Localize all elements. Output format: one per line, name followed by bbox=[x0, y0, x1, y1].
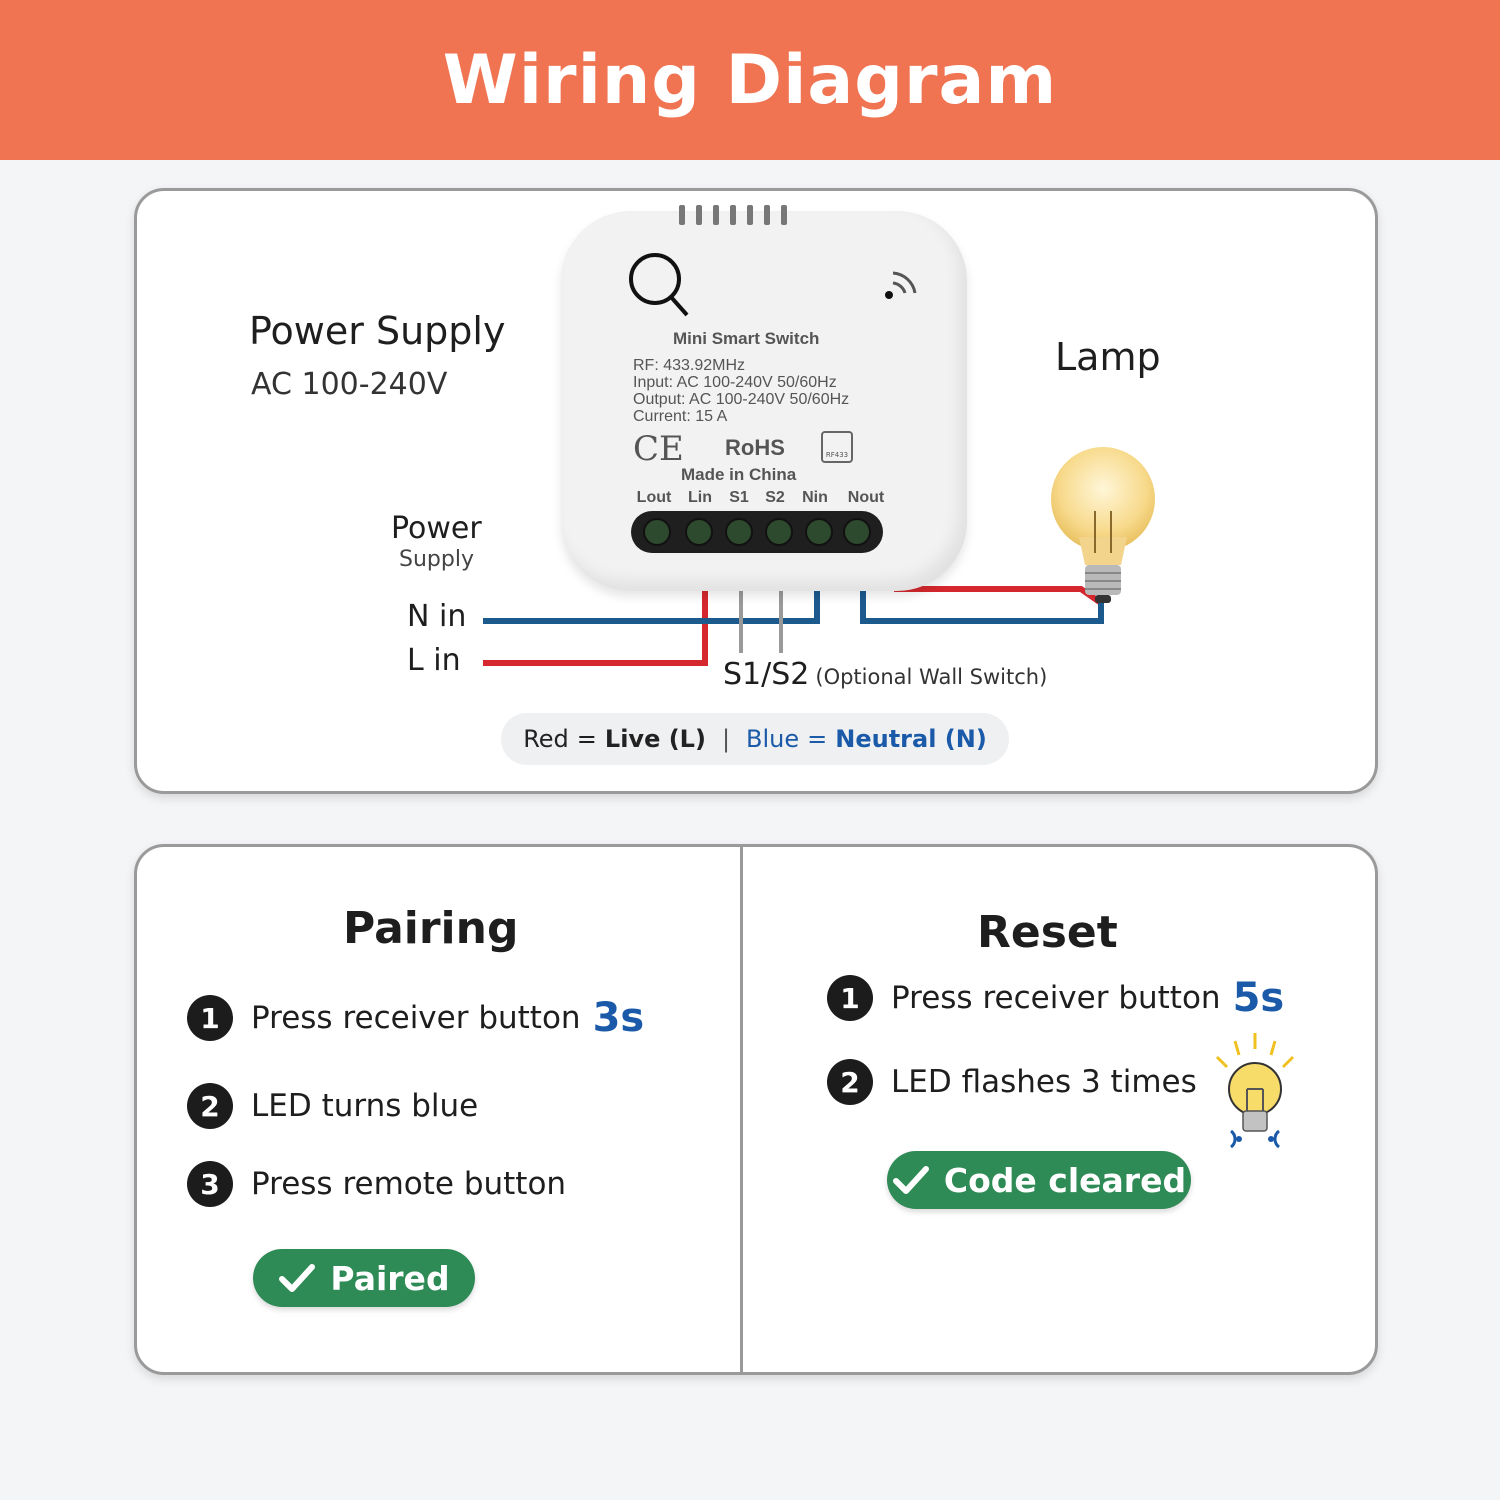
step-text: LED flashes 3 times bbox=[891, 1064, 1197, 1100]
step-text: LED turns blue bbox=[251, 1088, 479, 1124]
device-spec-rf: RF: 433.92MHz bbox=[633, 357, 746, 374]
pairing-step-1: 1 Press receiver button 3s bbox=[187, 995, 644, 1041]
terminal-nin: Nin bbox=[802, 489, 828, 506]
step-number: 3 bbox=[187, 1161, 233, 1207]
live-in-label: L in bbox=[407, 643, 461, 678]
checkmark-icon bbox=[892, 1166, 929, 1194]
step-text: Press receiver button bbox=[891, 980, 1221, 1016]
s1s2-label: S1/S2(Optional Wall Switch) bbox=[723, 657, 1047, 692]
checkmark-icon bbox=[279, 1264, 316, 1292]
wiring-diagram-card: Power Supply AC 100-240V Lamp Power Supp… bbox=[134, 188, 1378, 794]
code-cleared-text: Code cleared bbox=[943, 1160, 1187, 1200]
legend-live: Live (L) bbox=[604, 725, 706, 753]
header-banner: Wiring Diagram bbox=[0, 0, 1500, 160]
ce-mark: CE bbox=[633, 429, 684, 469]
instructions-card: Pairing 1 Press receiver button 3s 2 LED… bbox=[134, 844, 1378, 1375]
pairing-title: Pairing bbox=[343, 903, 519, 954]
rf433-badge: RF433 bbox=[821, 431, 853, 463]
flashing-bulb-icon bbox=[1215, 1033, 1295, 1149]
s1s2-note: (Optional Wall Switch) bbox=[815, 665, 1048, 689]
step-number: 1 bbox=[827, 975, 873, 1021]
terminal-labels: Lout Lin S1 S2 Nin Nout bbox=[629, 489, 895, 507]
wireless-signal-icon bbox=[885, 271, 917, 299]
terminal-s2: S2 bbox=[765, 489, 785, 506]
reset-step-1: 1 Press receiver button 5s bbox=[827, 975, 1284, 1021]
vent-slots bbox=[679, 205, 787, 225]
button-key-icon bbox=[629, 253, 689, 317]
terminal-screw bbox=[765, 518, 793, 546]
step-number: 1 bbox=[187, 995, 233, 1041]
smart-switch-device: Mini Smart Switch RF: 433.92MHz Input: A… bbox=[561, 205, 967, 591]
pairing-step-3: 3 Press remote button bbox=[187, 1161, 566, 1207]
made-in-label: Made in China bbox=[681, 465, 797, 484]
terminal-lin: Lin bbox=[688, 489, 712, 506]
power-supply-label: Power bbox=[391, 511, 482, 546]
terminal-screw bbox=[643, 518, 671, 546]
legend-red-word: Red bbox=[523, 725, 569, 753]
terminal-screw bbox=[843, 518, 871, 546]
step-number: 2 bbox=[187, 1083, 233, 1129]
page-title: Wiring Diagram bbox=[442, 40, 1058, 120]
pairing-step-2: 2 LED turns blue bbox=[187, 1083, 478, 1129]
section-divider bbox=[740, 847, 743, 1375]
legend-eq: = bbox=[576, 725, 597, 753]
s1s2-text: S1/S2 bbox=[723, 657, 810, 692]
power-supply-sub-label: Supply bbox=[399, 547, 474, 572]
terminal-s1: S1 bbox=[729, 489, 749, 506]
rf433-text: RF433 bbox=[825, 451, 849, 459]
step-text: Press remote button bbox=[251, 1166, 567, 1202]
legend-blue-word: Blue bbox=[746, 725, 800, 753]
terminal-nout: Nout bbox=[847, 489, 885, 506]
legend-separator: | bbox=[721, 725, 731, 753]
device-spec-input: Input: AC 100-240V 50/60Hz bbox=[633, 374, 837, 391]
lamp-bulb-icon bbox=[1051, 447, 1155, 603]
step-text: Press receiver button bbox=[251, 1000, 581, 1036]
rohs-mark: RoHS bbox=[725, 435, 785, 460]
power-supply-voltage: AC 100-240V bbox=[251, 367, 448, 402]
legend-eq: = bbox=[807, 725, 828, 753]
terminal-screw bbox=[805, 518, 833, 546]
device-spec-current: Current: 15 A bbox=[633, 408, 728, 425]
paired-badge: Paired bbox=[253, 1249, 475, 1307]
terminal-block bbox=[631, 511, 883, 553]
step-duration: 3s bbox=[592, 995, 645, 1041]
reset-title: Reset bbox=[977, 907, 1118, 958]
power-supply-title: Power Supply bbox=[249, 309, 506, 353]
device-name: Mini Smart Switch bbox=[673, 329, 820, 348]
lamp-label: Lamp bbox=[1055, 335, 1161, 379]
terminal-lout: Lout bbox=[636, 489, 672, 506]
step-duration: 5s bbox=[1232, 975, 1285, 1021]
wire-color-legend: Red = Live (L) | Blue = Neutral (N) bbox=[501, 713, 1009, 765]
paired-text: Paired bbox=[330, 1258, 450, 1298]
reset-step-2: 2 LED flashes 3 times bbox=[827, 1059, 1197, 1105]
terminal-screw bbox=[725, 518, 753, 546]
legend-neutral: Neutral (N) bbox=[835, 725, 987, 753]
neutral-in-label: N in bbox=[407, 599, 467, 634]
code-cleared-badge: Code cleared bbox=[887, 1151, 1191, 1209]
step-number: 2 bbox=[827, 1059, 873, 1105]
terminal-screw bbox=[685, 518, 713, 546]
device-spec-output: Output: AC 100-240V 50/60Hz bbox=[633, 391, 850, 408]
